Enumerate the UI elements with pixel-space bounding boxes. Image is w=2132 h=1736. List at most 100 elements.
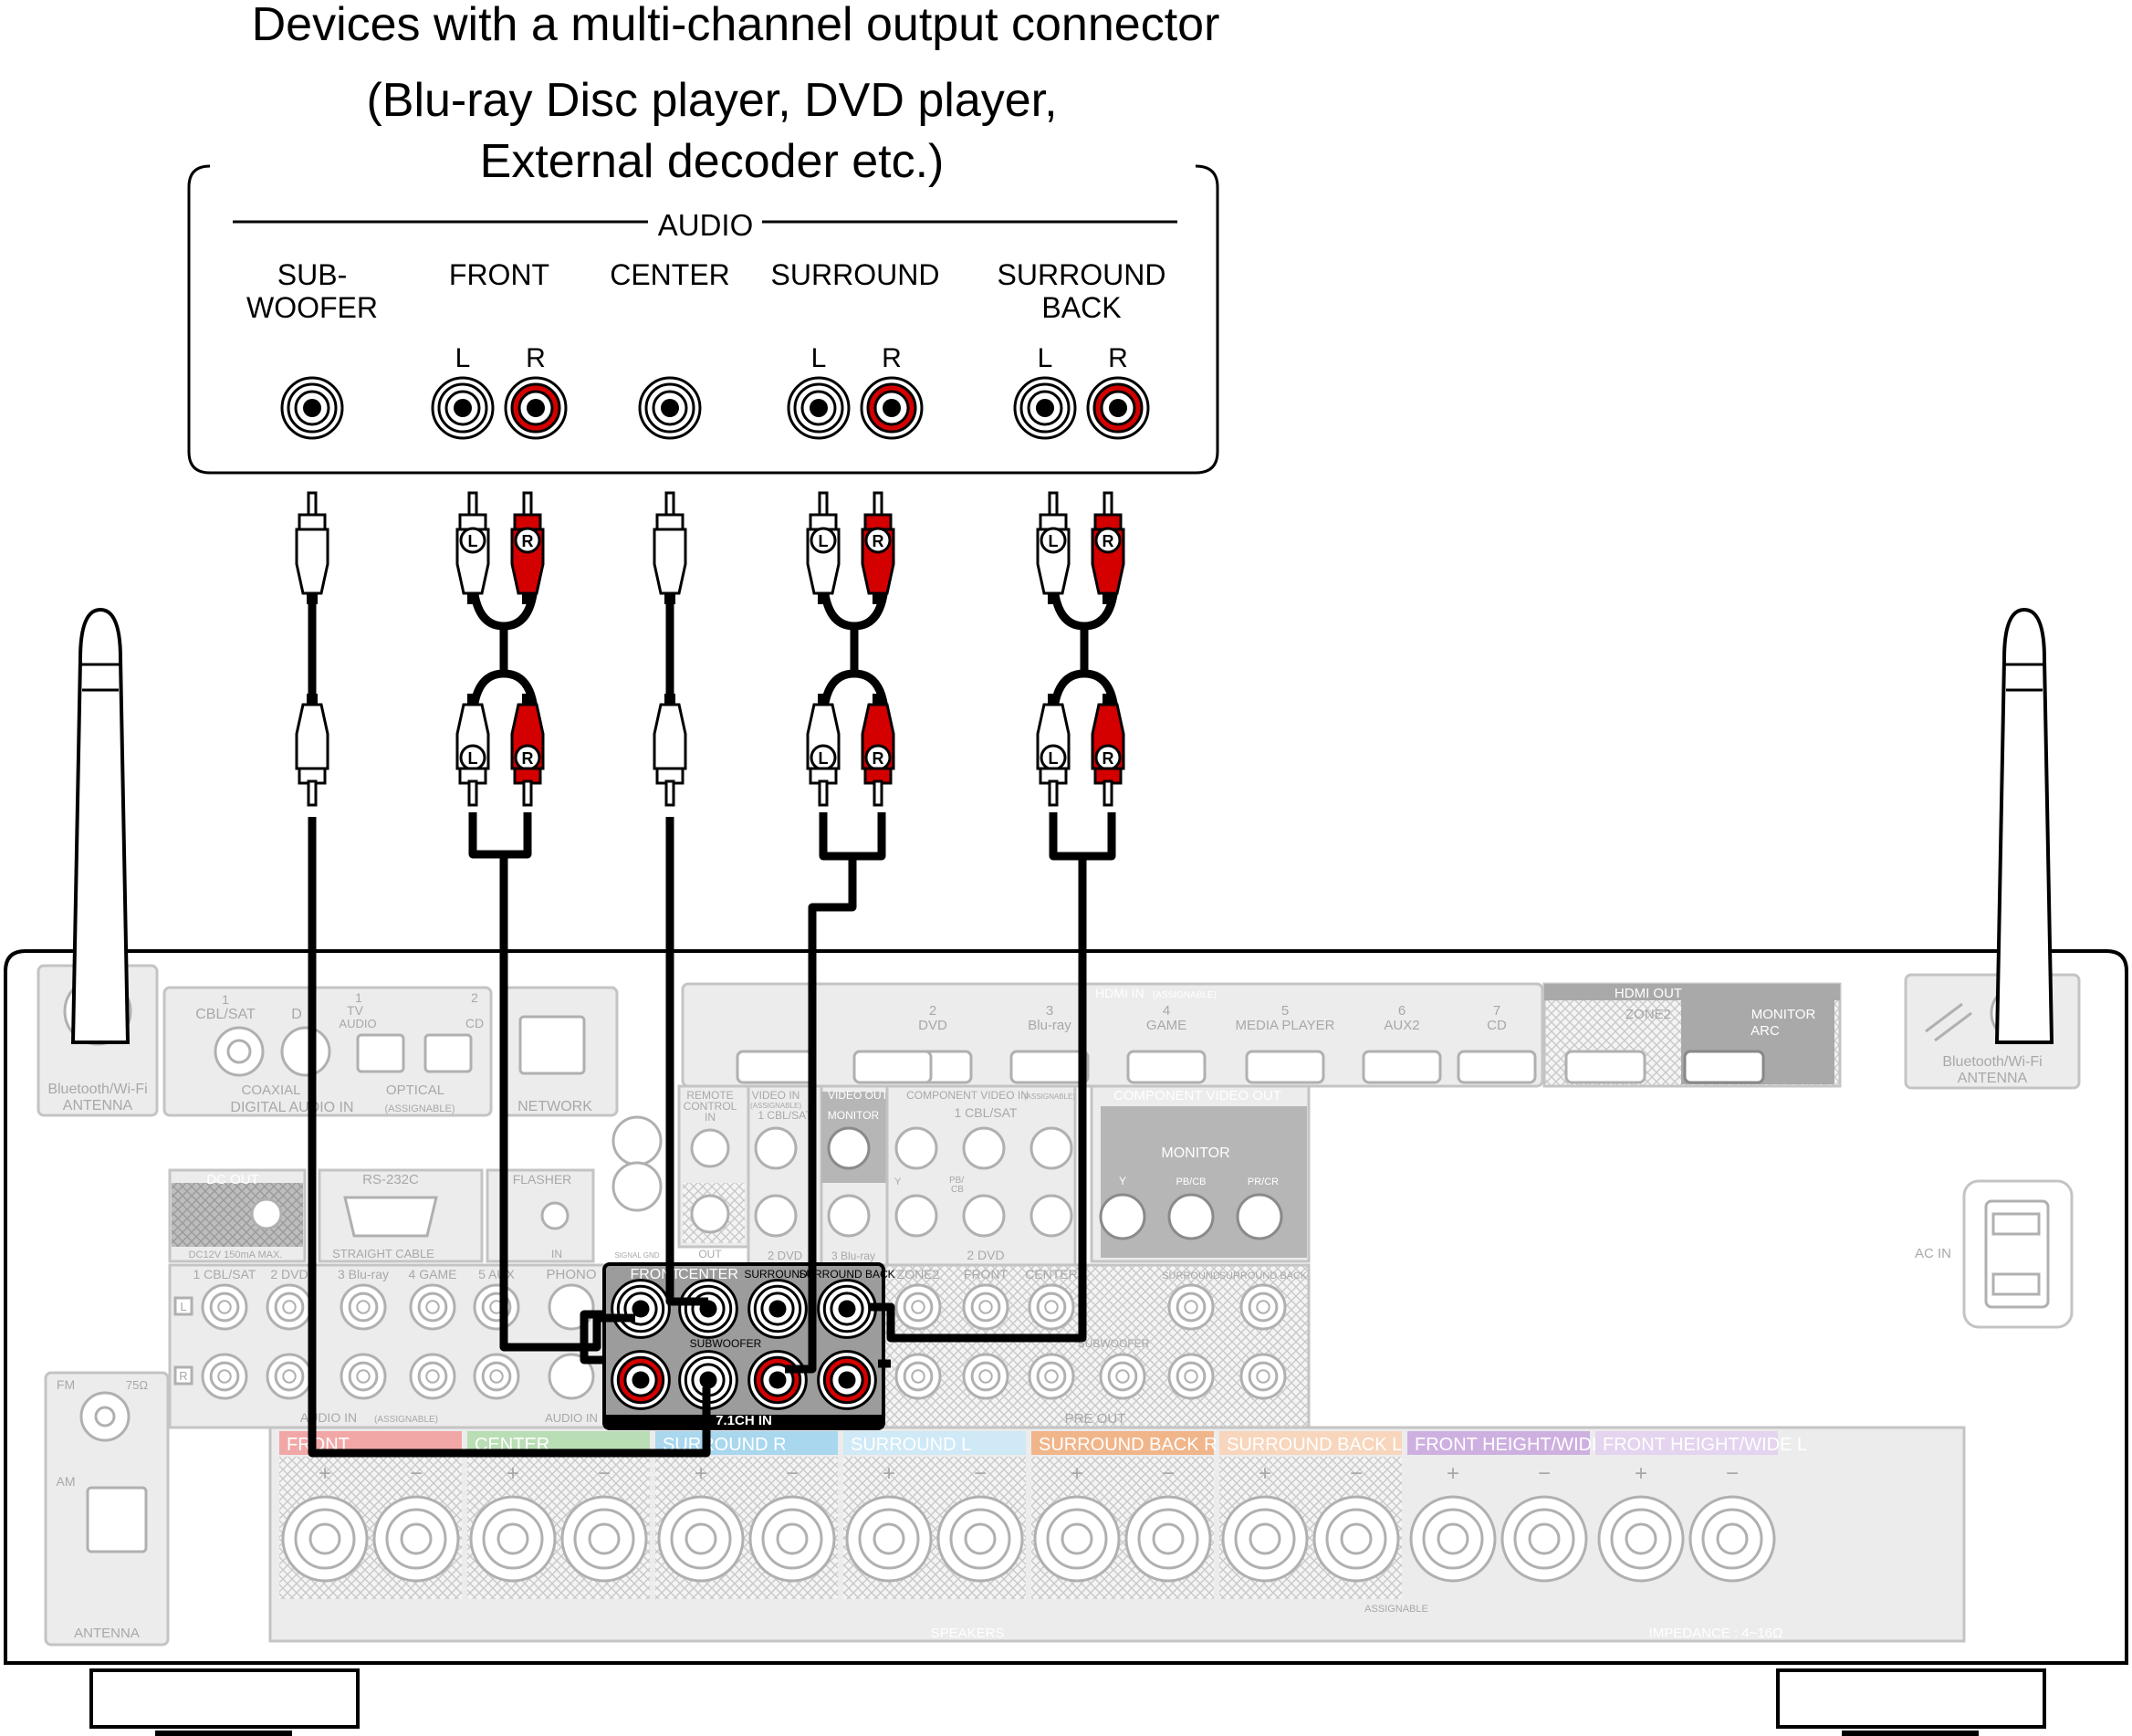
plus-label: + (319, 1461, 331, 1486)
svg-text:Bluetooth/Wi-Fi: Bluetooth/Wi-Fi (47, 1082, 147, 1097)
front-l-plug-bottom: L (455, 694, 490, 807)
surround-back-l-label: L (1038, 343, 1053, 373)
speaker-channel-label: FRONT HEIGHT/WIDE L (1603, 1435, 1807, 1455)
speaker-terminal (1597, 1495, 1685, 1583)
title-line-2: (Blu-ray Disc player, DVD player, (366, 74, 1057, 127)
center-out-jack (638, 376, 702, 440)
svg-text:SURROUND: SURROUND (1162, 1271, 1220, 1281)
svg-text:SUBWOOFER: SUBWOOFER (1078, 1337, 1150, 1350)
svg-text:SIGNAL GND: SIGNAL GND (614, 1251, 659, 1260)
ch71-surround-back-r-jack (817, 1350, 877, 1410)
svg-text:TV: TV (347, 1003, 364, 1018)
plug-letter: R (873, 532, 884, 550)
svg-text:VIDEO IN: VIDEO IN (752, 1089, 800, 1102)
svg-text:1 CBL/SAT: 1 CBL/SAT (955, 1105, 1018, 1120)
ch71-center-jack (678, 1279, 738, 1339)
ch71-surround-back-l-jack (817, 1279, 877, 1339)
speaker-channel-label: SURROUND L (851, 1435, 971, 1455)
surround-r-label: R (882, 343, 902, 373)
plug-letter: R (873, 749, 884, 768)
subwoofer-plug-bottom (295, 694, 329, 807)
pre-out-jack (1239, 1353, 1287, 1400)
speaker-channel-label: FRONT HEIGHT/WIDE R (1415, 1435, 1622, 1455)
surround-back-l-plug-top: L (1036, 491, 1071, 604)
svg-text:MONITOR: MONITOR (1161, 1145, 1229, 1161)
hdmi-in-port (1009, 1050, 1090, 1084)
svg-text:2 DVD: 2 DVD (967, 1248, 1004, 1262)
front-l-plug-top: L (455, 491, 490, 604)
svg-text:COAXIAL: COAXIAL (241, 1082, 300, 1098)
pre-out-jack (962, 1353, 1009, 1400)
hdmi-in-port (736, 1050, 816, 1084)
pre-out-jack (1028, 1283, 1075, 1331)
svg-text:ZONE2: ZONE2 (897, 1267, 940, 1281)
source-device-panel: AUDIO SUB- WOOFER FRONT CENTER SURROUND … (187, 164, 1219, 475)
svg-text:1: 1 (355, 990, 362, 1005)
receiver-foot-left (89, 1668, 360, 1729)
svg-text:R: R (179, 1369, 187, 1383)
audio-in-l-jack (266, 1283, 313, 1331)
center-plug-bottom (653, 694, 687, 807)
surround-back-r-label: R (1108, 343, 1128, 373)
title-line-3: External decoder etc.) (480, 135, 945, 188)
speaker-terminal (1688, 1495, 1776, 1583)
speaker-terminals: FRONT+−CENTER+−SURROUND R+−SURROUND L+−S… (279, 1431, 1807, 1599)
svg-text:HDMI OUT: HDMI OUT (1615, 986, 1682, 1001)
hdmi-in-num: 3 (1046, 1003, 1053, 1019)
plug-letter: R (1103, 749, 1114, 768)
svg-text:(ASSIGNABLE): (ASSIGNABLE) (1153, 990, 1217, 1000)
hdmi-in-port (1126, 1050, 1207, 1084)
hdmi-in-num: 6 (1398, 1003, 1406, 1019)
minus-label: − (410, 1461, 423, 1486)
surround-l-out-jack (787, 376, 851, 440)
minus-label: − (786, 1461, 799, 1486)
svg-text:ARC: ARC (1751, 1023, 1780, 1039)
hdmi-in-port (1457, 1050, 1537, 1084)
svg-text:Y: Y (1119, 1175, 1126, 1187)
audio-in-r-jack (266, 1353, 313, 1400)
subwoofer-plug-top (295, 491, 329, 604)
channel-label-front: FRONT (449, 258, 549, 291)
plus-label: + (695, 1461, 707, 1486)
svg-text:FLASHER: FLASHER (513, 1172, 572, 1187)
surround-r-out-jack (860, 376, 924, 440)
plus-label: + (1071, 1461, 1083, 1486)
ch71-surround-r-jack (747, 1350, 808, 1410)
audio-in-r-jack (473, 1353, 520, 1400)
svg-text:SPEAKERS: SPEAKERS (931, 1626, 1005, 1641)
ch71-in-panel: FRONT CENTER SURROUND SURROUND BACK SUBW… (602, 1262, 895, 1430)
wifi-antenna-right (1994, 607, 2054, 1044)
speaker-channel-label: SURROUND BACK L (1227, 1435, 1402, 1455)
surround-back-l-out-jack (1013, 376, 1077, 440)
plus-label: + (1447, 1461, 1459, 1486)
pre-out-jack (1167, 1283, 1215, 1331)
svg-text:SURROUND BACK: SURROUND BACK (1219, 1271, 1308, 1281)
svg-text:NETWORK: NETWORK (517, 1099, 592, 1114)
front-r-plug-top: R (510, 491, 545, 604)
hdmi-in-port (852, 1050, 933, 1084)
channel-label-surround-back-1: SURROUND (998, 258, 1166, 291)
svg-text:COMPONENT VIDEO IN: COMPONENT VIDEO IN (906, 1089, 1029, 1102)
minus-label: − (1350, 1461, 1363, 1486)
speaker-terminal (1221, 1495, 1309, 1583)
hdmi-in-name: AUX2 (1384, 1018, 1419, 1033)
svg-text:75Ω: 75Ω (126, 1378, 148, 1392)
hdmi-in-name: CD (1487, 1018, 1507, 1033)
receiver-foot-right (1776, 1668, 2046, 1729)
speaker-terminal (372, 1495, 460, 1583)
hdmi-in-num: 4 (1163, 1003, 1170, 1019)
plug-letter: L (468, 749, 478, 768)
plug-letter: R (522, 749, 534, 768)
speaker-terminal (281, 1495, 369, 1583)
svg-text:5 AUX: 5 AUX (478, 1267, 515, 1281)
svg-text:D: D (291, 1007, 302, 1022)
svg-text:RS-232C: RS-232C (362, 1172, 419, 1187)
front-l-label: L (455, 343, 471, 373)
surround-r-plug-top: R (861, 491, 895, 604)
hdmi-in-port (1362, 1050, 1442, 1084)
front-r-label: R (526, 343, 546, 373)
audio-in-r-jack (409, 1353, 456, 1400)
audio-in-l-jack (409, 1283, 456, 1331)
